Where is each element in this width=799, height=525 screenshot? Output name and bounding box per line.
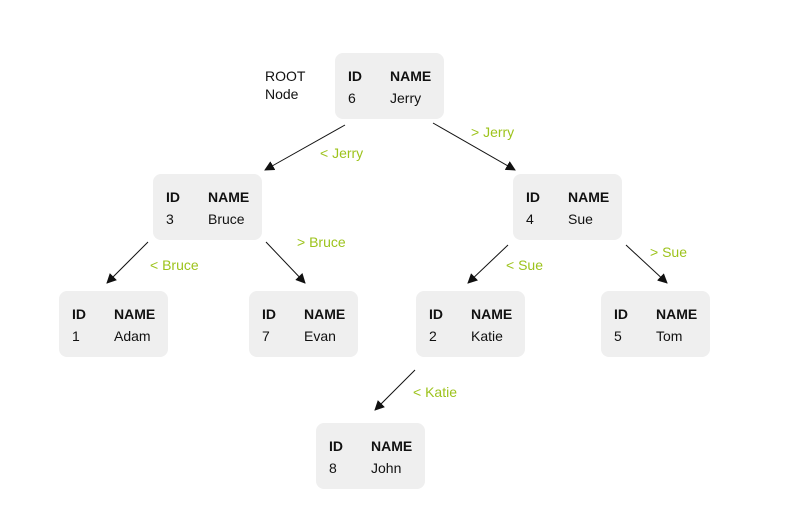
name-header: NAME	[114, 306, 156, 322]
node-tom: ID NAME 5 Tom	[601, 291, 710, 357]
root-label-line2: Node	[265, 86, 299, 102]
edge-bruce-evan	[265, 241, 306, 284]
node-name: Bruce	[208, 211, 245, 227]
node-name: Sue	[568, 211, 593, 227]
node-id: 1	[72, 328, 80, 344]
node-id: 4	[526, 211, 534, 227]
edge-katie-john	[374, 369, 416, 411]
node-name: Evan	[304, 328, 336, 344]
edge-bruce-adam	[106, 241, 149, 284]
name-header: NAME	[568, 189, 610, 205]
node-adam: ID NAME 1 Adam	[59, 291, 168, 357]
node-jerry: ID NAME 6 Jerry	[335, 53, 444, 119]
node-id: 3	[166, 211, 174, 227]
node-id: 5	[614, 328, 622, 344]
name-header: NAME	[471, 306, 513, 322]
edge-label: < Jerry	[320, 145, 364, 161]
node-name: John	[371, 460, 402, 476]
name-header: NAME	[208, 189, 250, 205]
node-john: ID NAME 8 John	[316, 423, 425, 489]
id-header: ID	[348, 68, 362, 84]
id-header: ID	[166, 189, 180, 205]
id-header: ID	[72, 306, 86, 322]
node-id: 6	[348, 90, 356, 106]
node-bruce: ID NAME 3 Bruce	[153, 174, 262, 240]
edge-label: > Sue	[650, 244, 687, 260]
edge-sue-katie	[467, 244, 509, 284]
root-label-line1: ROOT	[265, 68, 306, 84]
edge-label: < Katie	[413, 384, 457, 400]
node-katie: ID NAME 2 Katie	[416, 291, 525, 357]
node-name: Adam	[114, 328, 151, 344]
node-id: 7	[262, 328, 270, 344]
edge-label: > Bruce	[297, 234, 346, 250]
edge-jerry-bruce	[264, 124, 346, 171]
edge-label: < Bruce	[150, 257, 199, 273]
name-header: NAME	[371, 438, 413, 454]
edge-jerry-sue	[432, 122, 516, 171]
id-header: ID	[262, 306, 276, 322]
name-header: NAME	[304, 306, 346, 322]
node-name: Jerry	[390, 90, 422, 106]
id-header: ID	[614, 306, 628, 322]
node-sue: ID NAME 4 Sue	[513, 174, 622, 240]
node-id: 2	[429, 328, 437, 344]
node-id: 8	[329, 460, 337, 476]
root-node-label: ROOT Node	[265, 67, 305, 103]
id-header: ID	[429, 306, 443, 322]
edge-label: < Sue	[506, 257, 543, 273]
name-header: NAME	[656, 306, 698, 322]
node-name: Katie	[471, 328, 503, 344]
edge-label: > Jerry	[471, 124, 515, 140]
node-evan: ID NAME 7 Evan	[249, 291, 358, 357]
id-header: ID	[329, 438, 343, 454]
name-header: NAME	[390, 68, 432, 84]
id-header: ID	[526, 189, 540, 205]
edge-sue-tom	[625, 244, 668, 284]
node-name: Tom	[656, 328, 683, 344]
